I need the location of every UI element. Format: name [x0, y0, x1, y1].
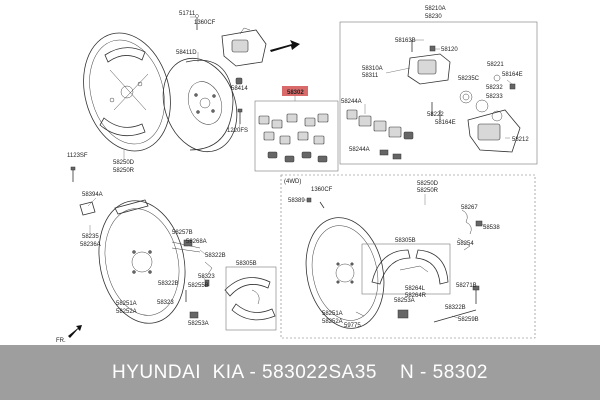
label-58411d: 58411D — [176, 50, 197, 56]
label-58250d-4wd: 58250D — [417, 181, 439, 187]
label-1360cf-4wd: 1360CF — [311, 187, 333, 193]
label-58236a: 58236A — [80, 242, 101, 248]
label-59775: 59775 — [344, 323, 361, 329]
label-58210a: 58210A — [425, 6, 446, 12]
label-58250d-top: 58250D — [113, 160, 135, 166]
label-58305b-a: 58305B — [236, 261, 257, 267]
label-fr: FR. — [56, 338, 66, 344]
label-58235: 58235 — [82, 234, 99, 240]
label-58235c: 58235C — [458, 76, 480, 82]
shoe-kit-box-4wd — [361, 243, 451, 295]
4wd-backing-plate — [305, 217, 385, 329]
label-58244a-b: 58244A — [349, 147, 370, 153]
caliper-exploded — [346, 40, 521, 160]
label-58302: 58302 — [287, 90, 304, 96]
label-58322b-b: 58322B — [158, 281, 179, 287]
label-58538: 58538 — [483, 225, 500, 231]
label-58250r-top: 58250R — [113, 168, 135, 174]
label-58251a: 58251A — [116, 301, 137, 307]
label-58322b-c: 58322B — [445, 305, 466, 311]
label-58233: 58233 — [486, 94, 503, 100]
label-58252a-b: 58252A — [322, 319, 343, 325]
4wd-shoes-hardware — [306, 197, 483, 323]
label-58250r-4wd: 58250R — [417, 188, 439, 194]
label-58254: 58254 — [457, 241, 474, 247]
label-58164e-b: 58164E — [435, 120, 456, 126]
label-58267: 58267 — [461, 205, 478, 211]
label-58323-b: 58323 — [157, 300, 174, 306]
label-58264r: 58264R — [405, 293, 427, 299]
caliper-small — [221, 27, 267, 67]
label-58311: 58311 — [362, 73, 379, 79]
label-58251a-b: 58251A — [322, 311, 343, 317]
caliper-detail-box — [339, 21, 538, 165]
front-arrow-icon — [68, 325, 82, 338]
label-58257b: 58257B — [172, 230, 193, 236]
label-51711: 51711 — [179, 11, 196, 17]
footer-text: HYUNDAI KIA - 583022SA35 N - 58302 — [112, 361, 488, 383]
label-4wd: (4WD) — [284, 179, 301, 185]
backing-plate-assembly — [83, 32, 171, 152]
label-1220fs: 1220FS — [227, 128, 248, 134]
label-58252a: 58252A — [116, 309, 137, 315]
label-58268a: 58268A — [186, 239, 207, 245]
label-58253a-a: 58253A — [188, 321, 209, 327]
brake-disc — [162, 57, 238, 153]
label-58264l: 58264L — [405, 286, 426, 292]
label-1123sf: 1123SF — [67, 153, 88, 159]
label-58222: 58222 — [427, 112, 444, 118]
label-58271b: 58271B — [456, 283, 477, 289]
label-58163b: 58163B — [395, 38, 416, 44]
parts-diagram: 51711 1360CF 58411D 58414 1220FS 1123SF … — [56, 6, 538, 344]
label-58389: 58389 — [288, 198, 305, 204]
label-58322b-a: 58322B — [205, 253, 226, 259]
small-hardware-top-left — [70, 14, 243, 182]
label-58259b: 58259B — [458, 317, 479, 323]
brake-pads — [258, 113, 329, 163]
drum-backing-plate — [98, 199, 186, 324]
part-number-footer: HYUNDAI KIA - 583022SA35 N - 58302 — [0, 345, 600, 400]
label-58164e-a: 58164E — [502, 72, 523, 78]
pad-kit-highlight: 58302 — [254, 86, 339, 172]
4wd-detail-box — [280, 174, 536, 339]
label-1360cf-top: 1360CF — [194, 20, 216, 26]
label-58305b-b: 58305B — [395, 238, 416, 244]
shoe-kit-box-left — [225, 266, 277, 331]
label-58253a-b: 58253A — [394, 298, 415, 304]
label-58244a: 58244A — [341, 99, 362, 105]
label-58230: 58230 — [425, 14, 442, 20]
direction-arrow — [270, 40, 300, 52]
label-58212: 58212 — [512, 137, 529, 143]
label-58221: 58221 — [487, 62, 504, 68]
label-58394a: 58394A — [82, 192, 103, 198]
label-58255b: 58255B — [188, 283, 209, 289]
label-58120: 58120 — [441, 47, 458, 53]
label-58323-a: 58323 — [198, 274, 215, 280]
label-58310a: 58310A — [362, 66, 383, 72]
label-58414: 58414 — [231, 86, 248, 92]
label-58232: 58232 — [486, 85, 503, 91]
